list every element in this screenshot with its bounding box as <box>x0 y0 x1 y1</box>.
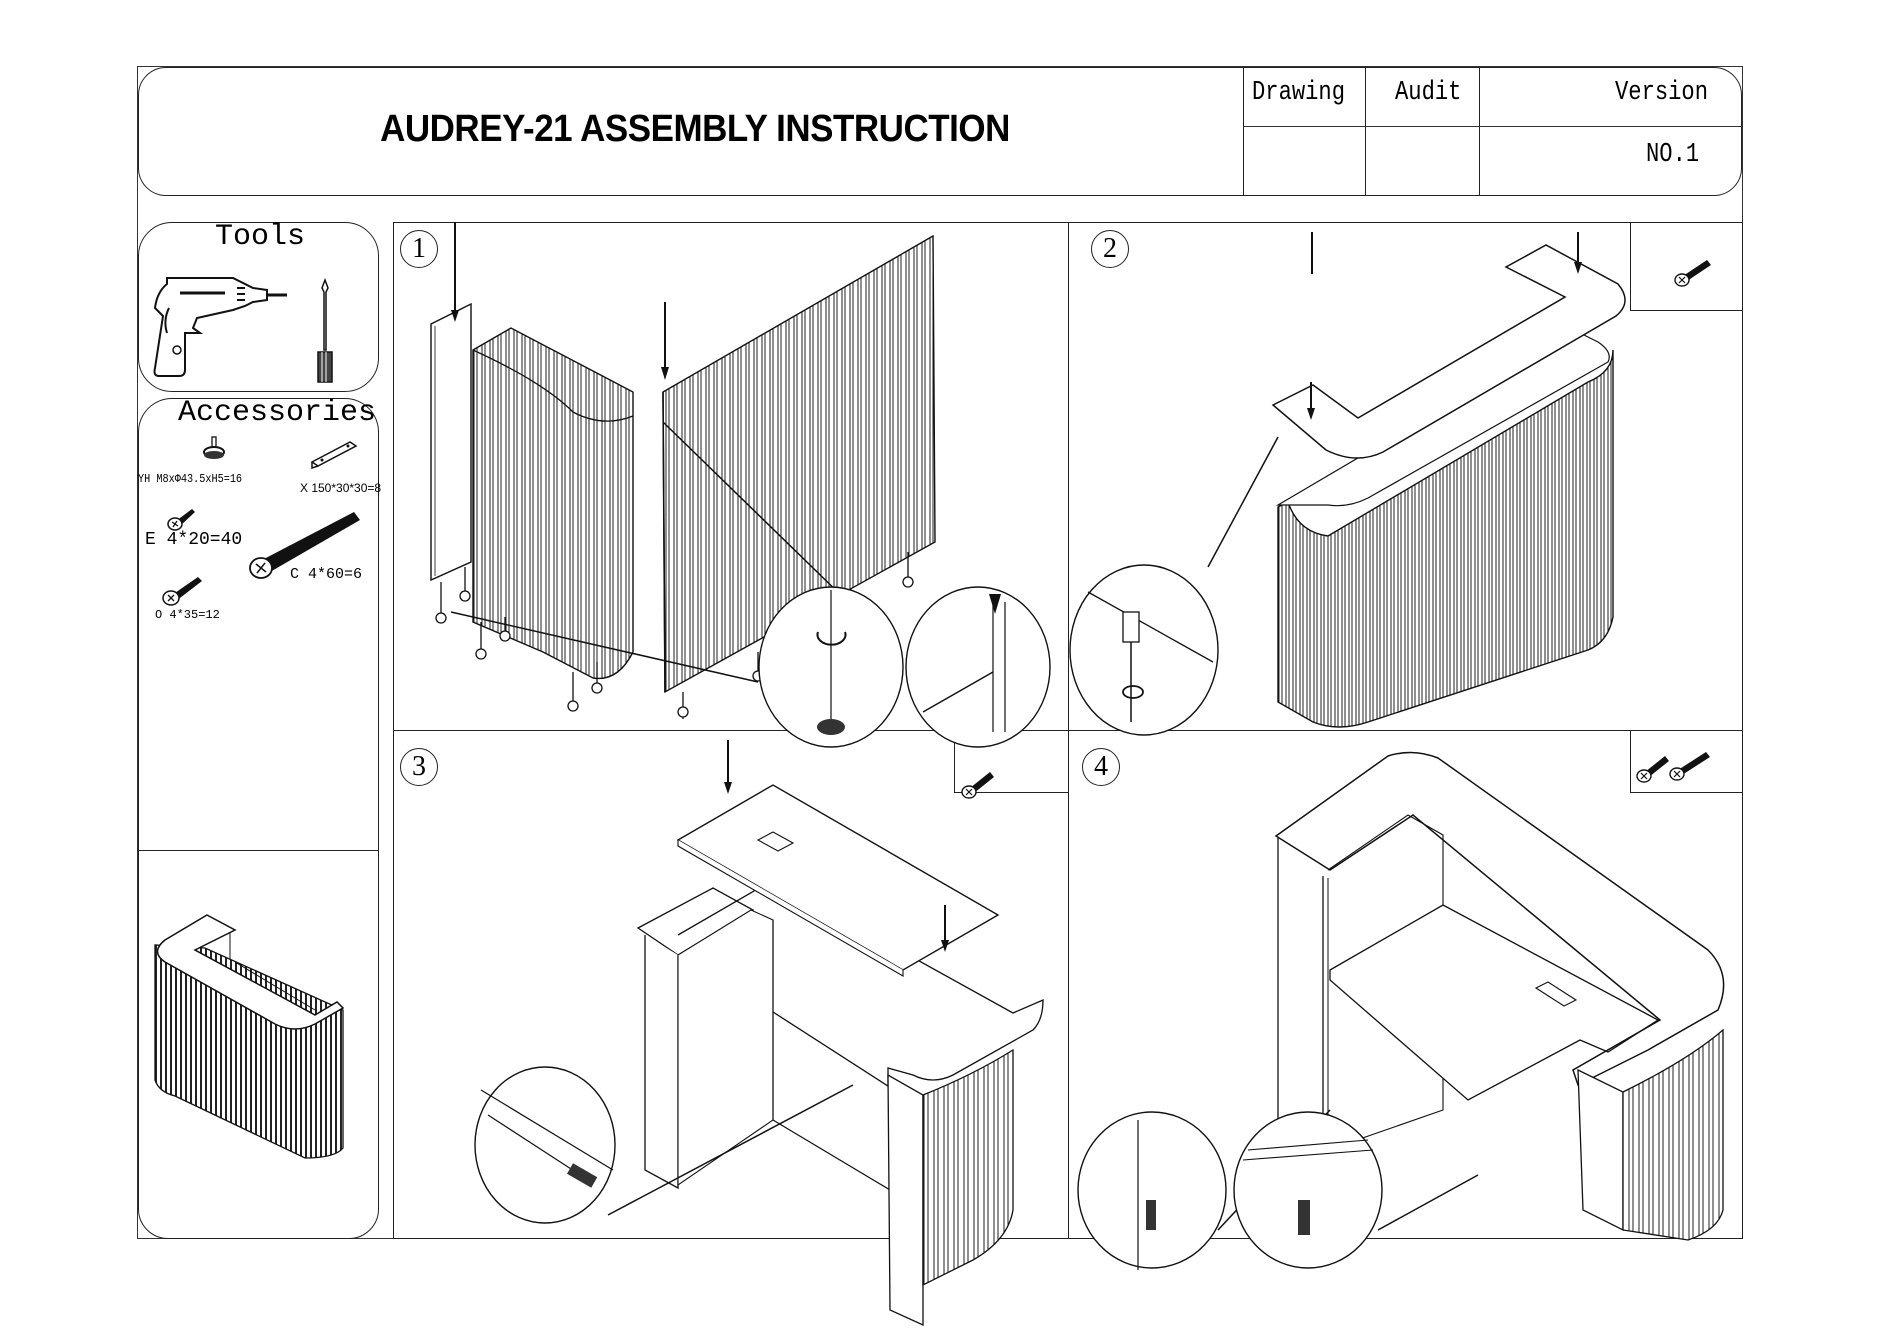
version-column-divider <box>1479 67 1480 196</box>
step-1-illustration <box>430 222 1051 748</box>
accessory-label-yh: YH M8xΦ43.5xH5=16 <box>138 472 243 486</box>
step-2-illustration <box>1069 232 1626 736</box>
screw-icon <box>167 509 195 531</box>
screw-icon <box>162 577 202 606</box>
page-title: AUDREY-21 ASSEMBLY INSTRUCTION <box>380 108 1010 150</box>
drill-icon <box>153 277 287 377</box>
accessory-label-e: E 4*20=40 <box>145 530 243 550</box>
accessories-title: Accessories <box>178 396 377 430</box>
accessory-label-o: O 4*35=12 <box>155 608 220 622</box>
screw-icon <box>961 772 994 799</box>
accessory-label-c: C 4*60=6 <box>290 566 363 583</box>
version-value: NO.1 <box>1646 140 1700 170</box>
tools-box <box>138 222 379 392</box>
drawing-label: Drawing <box>1252 78 1346 108</box>
tools-title: Tools <box>215 220 306 254</box>
drawing-column <box>1243 67 1365 196</box>
step-4-number: 4 <box>1082 748 1120 786</box>
screwdriver-icon <box>317 277 333 383</box>
version-label: Version <box>1615 78 1709 108</box>
preview-box <box>138 850 379 1239</box>
screw-icon <box>1669 752 1710 781</box>
step-3-number: 3 <box>400 748 438 786</box>
step-2-hardware-box <box>1630 222 1743 311</box>
title-block-row-divider <box>1243 126 1742 127</box>
accessory-label-x: X 150*30*30=8 <box>300 481 382 495</box>
screw-icon <box>1636 756 1669 783</box>
screw-icon <box>1674 260 1711 287</box>
angle-bracket-icon <box>310 441 358 470</box>
title-block <box>138 67 1742 196</box>
step-2-number: 2 <box>1091 230 1129 268</box>
assembled-desk-illustration <box>154 914 345 1159</box>
audit-column <box>1365 67 1479 196</box>
audit-label: Audit <box>1395 78 1462 108</box>
step-4-hardware-box <box>1630 730 1743 793</box>
accessories-box <box>138 398 379 998</box>
step-4-illustration <box>1077 751 1725 1270</box>
step-3-illustration <box>474 740 1044 1327</box>
step-1-number: 1 <box>400 230 438 268</box>
leveling-foot-icon <box>203 436 225 459</box>
long-screw-icon <box>249 512 360 579</box>
